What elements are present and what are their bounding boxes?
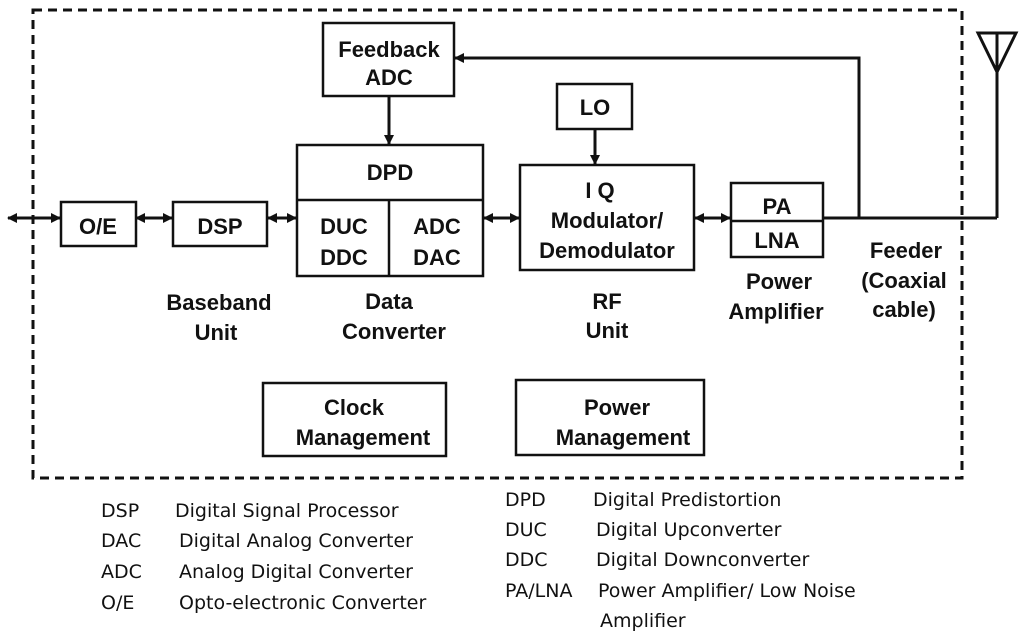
- legend-abbr: PA/LNA: [505, 580, 572, 602]
- power-management-box: [514, 378, 706, 457]
- legend-desc: Digital Upconverter: [596, 519, 782, 541]
- legend-desc: Analog Digital Converter: [179, 561, 413, 583]
- oe-label: O/E: [79, 214, 117, 239]
- oe-box: [59, 200, 138, 248]
- data-converter-caption-1: Data: [365, 289, 413, 314]
- demodulator-label: Demodulator: [539, 238, 675, 263]
- legend-abbr: DDC: [505, 549, 548, 571]
- legend-desc: Digital Signal Processor: [175, 500, 399, 522]
- system-boundary: [31, 8, 964, 480]
- legend-desc: Digital Analog Converter: [179, 530, 413, 552]
- legend-abbr: DAC: [101, 530, 141, 552]
- legend-desc: Digital Downconverter: [596, 549, 809, 571]
- feedback-adc-box: [321, 21, 456, 98]
- feeder-caption-2: (Coaxial: [861, 268, 947, 293]
- legend-abbr: DSP: [101, 500, 139, 522]
- power-amp-caption-1: Power: [746, 269, 812, 294]
- legend-abbr: ADC: [101, 561, 142, 583]
- lo-label: LO: [580, 95, 611, 120]
- rf-caption-2: Unit: [586, 318, 629, 343]
- feedback-adc-label-1: Feedback: [338, 37, 440, 62]
- feedback-adc-label-2: ADC: [365, 65, 413, 90]
- power-mgmt-label-1: Power: [584, 395, 650, 420]
- rf-caption-1: RF: [592, 289, 621, 314]
- lna-label: LNA: [754, 228, 799, 253]
- legend-desc: Digital Predistortion: [593, 489, 781, 511]
- dpd-label: DPD: [367, 160, 413, 185]
- clock-label-1: Clock: [324, 395, 385, 420]
- legend-abbr: DPD: [505, 489, 546, 511]
- legend-desc: Opto-electronic Converter: [179, 592, 426, 614]
- legend-desc: Power Amplifier/ Low Noise: [598, 580, 856, 602]
- duc-label: DUC: [320, 214, 368, 239]
- power-amp-caption-2: Amplifier: [728, 299, 824, 324]
- clock-label-2: Management: [296, 425, 431, 450]
- dsp-label: DSP: [197, 214, 242, 239]
- clock-management-box: [261, 381, 448, 458]
- legend-abbr: DUC: [505, 519, 547, 541]
- power-mgmt-label-2: Management: [556, 425, 691, 450]
- ddc-label: DDC: [320, 245, 368, 270]
- adc-label: ADC: [413, 214, 461, 239]
- antenna-icon: [975, 31, 1019, 218]
- feeder-caption-1: Feeder: [870, 238, 943, 263]
- dsp-box: [171, 200, 269, 248]
- dac-label: DAC: [413, 245, 461, 270]
- iq-modulator-box: [518, 163, 696, 272]
- legend-desc-cont: Amplifier: [600, 610, 686, 632]
- baseband-caption-1: Baseband: [166, 290, 271, 315]
- pa-label: PA: [763, 194, 792, 219]
- baseband-caption-2: Unit: [195, 320, 238, 345]
- iq-label: I Q: [585, 178, 614, 203]
- modulator-label: Modulator/: [551, 208, 663, 233]
- legend-abbr: O/E: [101, 592, 134, 614]
- data-converter-caption-2: Converter: [342, 319, 446, 344]
- lo-box: [555, 82, 634, 131]
- feeder-caption-3: cable): [872, 297, 936, 322]
